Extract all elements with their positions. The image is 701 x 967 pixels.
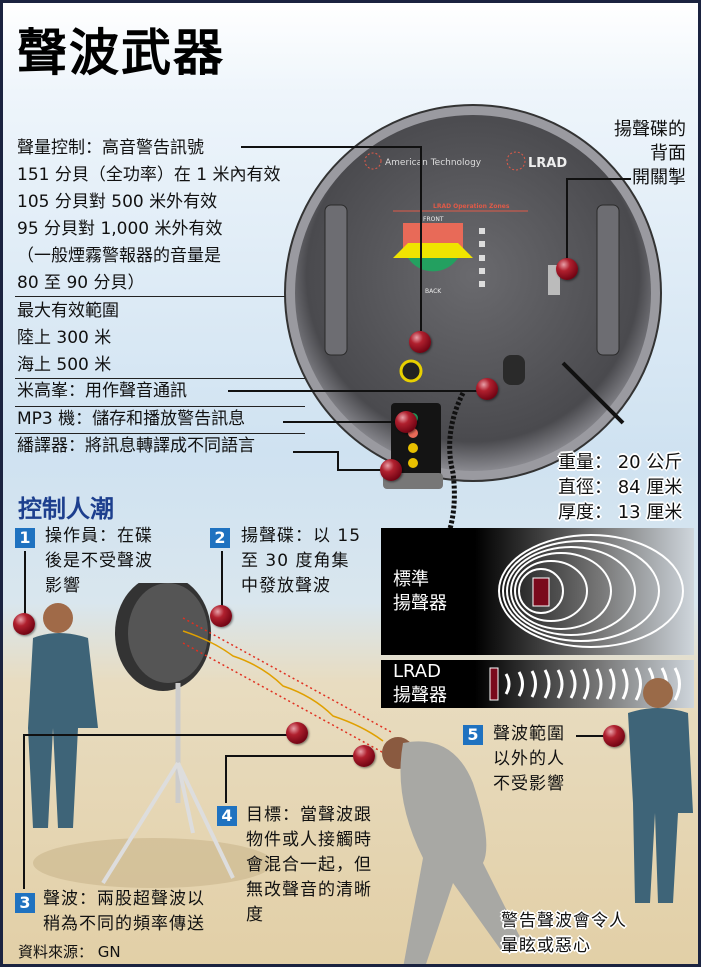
volume-line: 聲量控制：高音警告訊號 (17, 138, 204, 158)
microphone-callout: 米高峯：用作聲音通訊 (17, 381, 187, 401)
marker-target (353, 745, 375, 767)
switch-line: 背面 (650, 143, 686, 164)
operator-figure (28, 603, 98, 828)
marker-sound-wave (286, 722, 308, 744)
volume-control-callout: 聲量控制：高音警告訊號 151 分貝（全功率）在 1 米內有效 105 分貝對 … (17, 135, 280, 297)
microphone (503, 355, 525, 385)
source-credit: 資料來源： GN (18, 943, 121, 961)
speaker-on-tripod (101, 583, 235, 885)
marker-speaker (210, 605, 232, 627)
range-callout: 最大有效範圍 陸上 300 米 海上 500 米 (17, 298, 119, 379)
lrad-speaker-icon (489, 667, 499, 701)
step-1-badge: 1 (15, 528, 35, 548)
zone-diagram: FRONT BACK (393, 216, 473, 295)
volume-line: 151 分貝（全功率）在 1 米內有效 (17, 165, 281, 185)
specs-table: 重量： 20 公斤 直徑： 84 厘米 厚度： 13 厘米 (558, 450, 682, 525)
marker-translator (380, 459, 402, 481)
crowd-scene-illustration (28, 583, 693, 964)
left-handle (324, 204, 348, 356)
svg-text:BACK: BACK (425, 288, 442, 295)
marker-switch (556, 258, 578, 280)
switch-line: 開關掣 (632, 167, 686, 188)
sound-beam (182, 617, 394, 759)
svg-text:LRAD Operation Zones: LRAD Operation Zones (433, 203, 510, 210)
range-line: 海上 500 米 (17, 355, 112, 375)
step-2-badge: 2 (210, 528, 230, 548)
volume-line: 95 分貝對 1,000 米外有效 (17, 219, 223, 239)
range-line: 最大有效範圍 (17, 301, 119, 321)
spec-weight: 重量： 20 公斤 (558, 452, 683, 473)
section-heading: 控制人潮 (18, 495, 114, 523)
right-handle (596, 204, 620, 356)
lrad-logo: LRAD (506, 151, 567, 171)
step-5-badge: 5 (463, 725, 483, 745)
mp3-callout: MP3 機：儲存和播放警告訊息 (17, 409, 246, 429)
svg-text:FRONT: FRONT (423, 216, 444, 223)
standard-speaker-icon (532, 577, 550, 607)
wide-wave-pattern (498, 534, 684, 648)
step-4-badge: 4 (217, 806, 237, 826)
warning-caption: 警告聲波會令人暈眩或惡心 (501, 911, 627, 956)
marker-microphone (476, 378, 498, 400)
switch-line: 揚聲碟的 (614, 119, 686, 140)
translator-callout: 繙譯器：將訊息轉譯成不同語言 (17, 436, 255, 456)
volume-knob (399, 359, 423, 383)
standard-speaker-panel: 標準揚聲器 (381, 528, 694, 655)
step-5-caption: 聲波範圍以外的人不受影響 (493, 724, 565, 794)
standard-label: 標準揚聲器 (393, 569, 447, 614)
bystander-figure (628, 678, 693, 903)
marker-bystander (603, 725, 625, 747)
disc-face (295, 115, 651, 471)
volume-line: 80 至 90 分貝） (17, 273, 145, 293)
step-1-caption: 操作員：在碟後是不受聲波影響 (45, 526, 153, 596)
marker-mp3 (395, 411, 417, 433)
marker-operator (13, 613, 35, 635)
step-4-caption: 目標：當聲波跟物件或人接觸時會混合一起，但無改聲音的清晰度 (246, 805, 372, 925)
spec-thickness: 厚度： 13 厘米 (558, 502, 683, 523)
switch-callout: 揚聲碟的 背面 開關掣 (614, 118, 686, 190)
step-3-caption: 聲波：兩股超聲波以稍為不同的頻率傳送 (43, 889, 205, 934)
marker-volume (409, 331, 431, 353)
american-technology-logo: American Technology (364, 152, 482, 170)
svg-text:LRAD: LRAD (528, 156, 567, 171)
volume-line: （一般煙霧警報器的音量是 (17, 246, 221, 266)
target-figure (382, 737, 523, 964)
volume-line: 105 分貝對 500 米外有效 (17, 192, 218, 212)
range-line: 陸上 300 米 (17, 328, 112, 348)
svg-text:American Technology: American Technology (385, 158, 482, 168)
step-3-badge: 3 (15, 893, 35, 913)
spec-diameter: 直徑： 84 厘米 (558, 477, 683, 498)
page-title: 聲波武器 (17, 24, 225, 82)
